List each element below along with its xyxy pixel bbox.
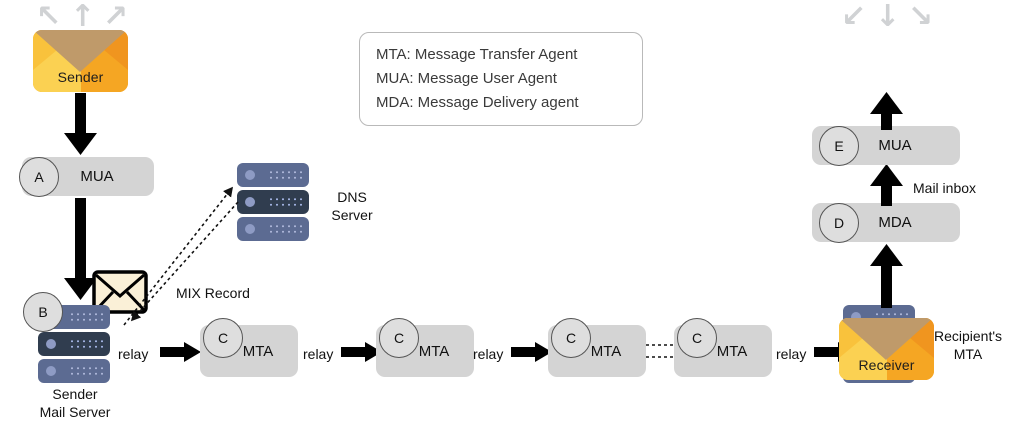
arrow-mua-to-mailserver [64,198,97,300]
arrow-up-right-icon: ↗ [103,0,129,34]
badge-c-3: C [551,318,591,358]
badge-c-1: C [203,318,243,358]
arrow-mua-to-receiver [870,92,903,130]
arrow-down-left-icon: ↙ [841,0,867,34]
rack-unit [38,359,110,383]
rack-led-icon [46,339,56,349]
legend-line-mda: MDA: Message Delivery agent [376,94,579,111]
arrow-mda-to-mua [870,164,903,206]
rack-vent-dots [268,169,302,181]
badge-d: D [819,203,859,243]
rack-vent-dots [69,338,103,350]
rack-led-icon [851,312,861,322]
rack-led-icon [245,170,255,180]
node-mda-label: MDA [878,214,912,231]
dns-server-label: DNS Server [331,189,373,223]
arrow-up-left-icon: ↖ [36,0,62,34]
rack-unit [237,217,309,241]
rack-led-icon [46,366,56,376]
legend-line-mta: MTA: Message Transfer Agent [376,46,578,63]
recipient-mta-label: Recipient's MTA [933,328,1003,362]
legend-box: MTA: Message Transfer Agent MUA: Message… [359,32,643,126]
arrow-up-icon: ↑ [70,0,96,34]
arrow-relay-2 [341,342,382,362]
arrow-relay-1 [160,342,201,362]
sender-label: Sender [57,69,104,85]
node-mua-sender-label: MUA [80,168,114,185]
arrow-relay-3 [511,342,552,362]
rack-vent-dots [874,311,908,323]
legend-line-mua: MUA: Message User Agent [376,70,557,87]
rack-vent-dots [268,196,302,208]
badge-c-4: C [677,318,717,358]
arrow-mta-to-mda [870,244,903,308]
badge-c-2: C [379,318,419,358]
relay-label-2: relay [303,346,334,362]
node-mua-receiver-label: MUA [878,137,912,154]
sender-mail-server-label: Sender Mail Server [39,386,111,420]
node-mta-3-label: MTA [590,342,622,360]
relay-label-3: relay [473,346,504,362]
dns-query-arrows [123,186,239,326]
sender-mail-logo: Sender [33,30,128,92]
arrow-sender-to-mua [64,93,97,155]
node-mta-1-label: MTA [242,342,274,360]
rack-vent-dots [69,311,103,323]
badge-b: B [23,292,63,332]
relay-label-1: relay [118,346,149,362]
node-mta-2-label: MTA [418,342,450,360]
arrow-down-right-icon: ↘ [908,0,934,34]
badge-e: E [819,126,859,166]
mail-inbox-label: Mail inbox [913,180,977,196]
mx-record-label: MIX Record [176,285,250,301]
badge-a: A [19,157,59,197]
node-mta-4-label: MTA [716,342,748,360]
rack-led-icon [245,197,255,207]
rack-unit [38,332,110,356]
dns-server-rack [237,163,309,241]
rack-led-icon [245,224,255,234]
rack-vent-dots [268,223,302,235]
receiver-mail-logo: Receiver [839,318,934,380]
rack-vent-dots [69,365,103,377]
ellipsis-connector [646,344,674,358]
rack-unit [237,190,309,214]
arrow-down-icon: ↓ [875,0,901,34]
receiver-label: Receiver [858,357,915,373]
relay-label-4: relay [776,346,807,362]
rack-unit [237,163,309,187]
